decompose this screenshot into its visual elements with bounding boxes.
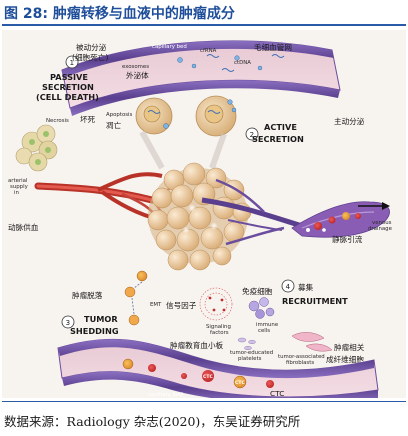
shedding-number: 3 — [66, 319, 70, 327]
ctc-inner-label-1: CTC — [203, 374, 214, 380]
capillary-bed-cn-label: 毛细血管网 — [254, 42, 292, 52]
passive-line1: PASSIVE — [50, 72, 88, 82]
apoptotic-cell — [135, 97, 173, 135]
fibroblasts-line2: fibroblasts — [286, 360, 314, 366]
arterial-line2: supply — [10, 184, 29, 190]
arterial-cn-label: 动脉供血 — [8, 222, 39, 232]
bottom-capillary-bed-label: capillary bed — [148, 392, 183, 398]
venous-line2: drainage — [368, 226, 393, 232]
signaling-line1: Signaling — [206, 324, 231, 330]
platelets — [237, 337, 256, 351]
figure-title: 图 28: 肿瘤转移与血液中的肿瘤成分 — [4, 6, 235, 22]
shedding-line1: TUMOR — [84, 314, 118, 324]
active-number: 2 — [250, 131, 254, 139]
exosomes-cn-label: 外泌体 — [126, 70, 149, 80]
recruitment-number-icon: 4 — [281, 279, 295, 293]
signaling-line2: factors — [210, 330, 229, 336]
passive-cn-label: 被动分泌 — [76, 42, 107, 52]
connector-left — [139, 130, 165, 170]
source-note: 数据来源：Radiology 杂志(2020)，东吴证券研究所 — [4, 414, 301, 429]
venous-vessels — [201, 178, 390, 246]
apoptosis-cn-label: 凋亡 — [106, 120, 122, 130]
ctdna-label: ctDNA — [234, 60, 251, 66]
ctc-label: CTC — [270, 389, 284, 398]
top-capillary-vessel — [61, 40, 341, 116]
arterial-line1: arterial — [8, 178, 27, 184]
immune-line1: immune — [256, 322, 279, 328]
passive-number: 1 — [70, 59, 74, 67]
source-divider — [2, 401, 406, 402]
shedding-cn-label: 肿瘤脱落 — [72, 290, 103, 300]
immune-cells — [248, 297, 275, 319]
passive-secretion-number-icon: 1 — [65, 55, 79, 69]
recruitment-cn-label: 募集 — [298, 282, 314, 292]
platelets-cn-label: 肿瘤教育血小板 — [170, 340, 224, 350]
passive-line2: SECRETION — [42, 82, 94, 92]
shedding-line2: SHEDDING — [70, 326, 119, 336]
active-secretion-number-icon: 2 — [245, 127, 259, 141]
tumor-metastasis-diagram: capillary bed cfRNA ctDNA exosomes 毛细血管网… — [2, 30, 406, 398]
signaling-cn-label: 信号因子 — [166, 300, 197, 310]
connector-right — [209, 133, 227, 169]
fibroblasts-cn-label-1: 肿瘤相关 — [334, 342, 365, 352]
cfrna-label: cfRNA — [200, 48, 217, 54]
necrosis-label: Necrosis — [46, 118, 69, 124]
ctc-inner-label-2: CTC — [235, 380, 246, 386]
necrosis-cn-label: 坏死 — [80, 114, 96, 124]
active-secretion-cell — [195, 95, 237, 137]
shedding-cells — [124, 270, 148, 326]
active-cn-label: 主动分泌 — [334, 116, 365, 126]
passive-cn-sub-label: (细胞死亡) — [72, 52, 108, 62]
title-divider — [2, 24, 406, 26]
arterial-line3: in — [14, 190, 19, 196]
recruitment-label: RECRUITMENT — [282, 296, 348, 306]
active-line2: SECRETION — [252, 134, 304, 144]
fibroblasts-line1: tumor-associated — [278, 354, 325, 360]
fibroblasts — [291, 332, 333, 352]
fibroblasts-cn-label-2: 成纤维细胞 — [326, 354, 364, 364]
necrotic-cell-cluster — [15, 124, 58, 172]
platelets-line2: platelets — [238, 356, 262, 362]
top-capillary-bed-label: capillary bed — [152, 44, 187, 50]
venous-drainage-arrow-icon — [358, 202, 390, 210]
exosomes-label: exosomes — [122, 64, 149, 70]
bottom-capillary-vessel — [57, 338, 379, 398]
platelets-line1: tumor-educated — [230, 350, 273, 356]
venous-line1: venous — [372, 220, 392, 226]
emt-label: EMT — [150, 302, 162, 308]
signaling-factors-cluster — [199, 287, 233, 321]
active-line1: ACTIVE — [264, 122, 297, 132]
venous-cn-label: 静脉引流 — [332, 234, 363, 244]
passive-line3: (CELL DEATH) — [36, 92, 99, 102]
immune-cn-label: 免疫细胞 — [242, 286, 273, 296]
recruitment-number: 4 — [286, 283, 291, 291]
shedding-number-icon: 3 — [61, 315, 75, 329]
immune-line2: cells — [258, 328, 270, 334]
apoptosis-label: Apoptosis — [106, 112, 133, 118]
